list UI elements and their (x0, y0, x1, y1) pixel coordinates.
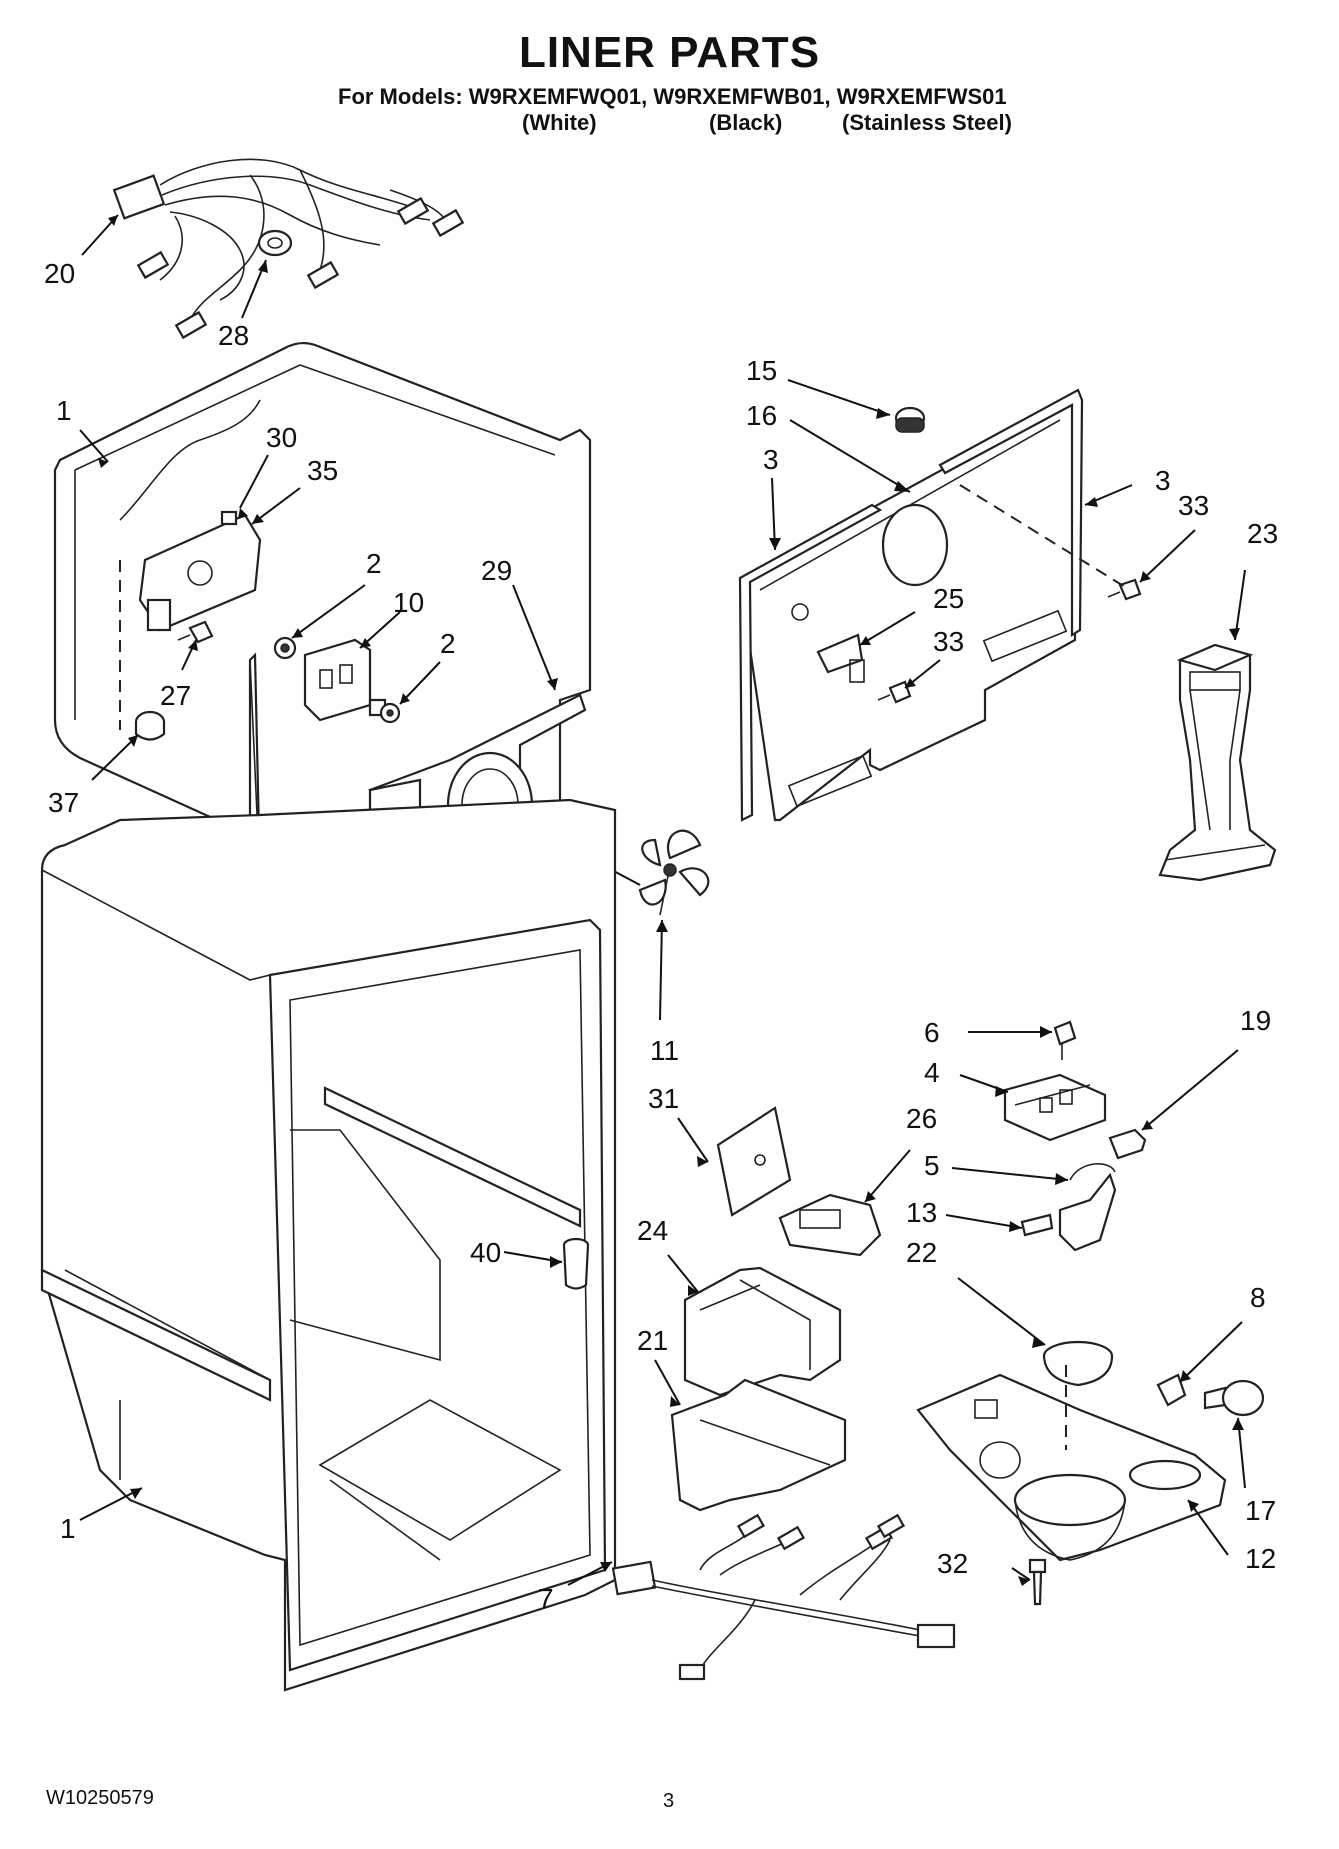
variant-stainless: (Stainless Steel) (842, 110, 1012, 135)
housing-part-12 (916, 1365, 1227, 1562)
page-title: LINER PARTS (518, 28, 821, 77)
callout-2-lower: 2 (440, 628, 456, 659)
cover-part-26 (778, 1193, 882, 1257)
callout-3-right: 3 (1155, 465, 1171, 496)
rear-panel-part-16 (738, 398, 1077, 822)
callout-37: 37 (48, 787, 79, 818)
bulb-part-17 (1203, 1379, 1265, 1417)
damper-part-13 (1020, 1172, 1117, 1252)
control-part-10 (303, 638, 387, 722)
socket-part-8 (1156, 1373, 1187, 1407)
callout-10: 10 (393, 587, 424, 618)
callout-27: 27 (160, 680, 191, 711)
arrowheads (98, 215, 1244, 1586)
callout-29: 29 (481, 555, 512, 586)
wire-harness-part-7 (611, 1513, 956, 1681)
callout-35: 35 (307, 455, 338, 486)
callout-24: 24 (637, 1215, 668, 1246)
callout-21: 21 (637, 1325, 668, 1356)
plug-part-40 (562, 1237, 590, 1290)
screw-part-6 (1053, 1020, 1077, 1060)
callout-30: 30 (266, 422, 297, 453)
callout-1-lower: 1 (60, 1513, 76, 1544)
callout-16: 16 (746, 400, 777, 431)
clip-part-30 (220, 510, 238, 526)
fan-blade-part-11 (638, 829, 710, 916)
knob-part-2-lower (379, 702, 401, 724)
clip-part-5 (1069, 1163, 1116, 1181)
switch-part-19 (1108, 1128, 1147, 1160)
callout-6: 6 (924, 1017, 940, 1048)
callout-20: 20 (44, 258, 75, 289)
callout-31: 31 (648, 1083, 679, 1114)
callout-25: 25 (933, 583, 964, 614)
screw-part-27 (177, 620, 214, 644)
callout-13: 13 (906, 1197, 937, 1228)
callout-26: 26 (906, 1103, 937, 1134)
callout-15: 15 (746, 355, 777, 386)
callout-2-upper: 2 (366, 548, 382, 579)
light-lens-part-22 (1042, 1340, 1114, 1387)
fresh-food-liner-part-1 (40, 798, 617, 1692)
knob-part-2-upper (273, 636, 297, 660)
variant-black: (Black) (709, 110, 783, 135)
models-line: For Models: W9RXEMFWQ01, W9RXEMFWB01, W9… (338, 84, 1007, 109)
document-number: W10250579 (46, 1787, 154, 1809)
callout-40: 40 (470, 1237, 501, 1268)
callout-17: 17 (1245, 1495, 1276, 1526)
variant-white: (White) (522, 110, 597, 135)
bracket-part-25 (816, 633, 865, 683)
callout-11: 11 (650, 1035, 679, 1066)
callout-5: 5 (924, 1150, 940, 1181)
control-board-part-4 (1003, 1073, 1107, 1142)
bracket-part-35 (138, 513, 262, 632)
wire-harness-part-20 (112, 158, 465, 340)
page-number: 3 (663, 1790, 675, 1812)
callout-3-left: 3 (763, 444, 779, 475)
callout-1-upper: 1 (56, 395, 72, 426)
assembly-path-23 (959, 484, 1131, 591)
callout-28: 28 (218, 320, 249, 351)
air-duct-part-23 (1158, 643, 1277, 882)
trim-part-3-left (738, 503, 883, 822)
callout-8: 8 (1250, 1282, 1266, 1313)
callout-12: 12 (1245, 1543, 1276, 1574)
callout-33-upper: 33 (1178, 490, 1209, 521)
screw-part-33-upper (1107, 578, 1142, 601)
callout-19: 19 (1240, 1005, 1271, 1036)
callout-22: 22 (906, 1237, 937, 1268)
crisper-cover-part-24 (683, 1266, 842, 1397)
callout-4: 4 (924, 1057, 940, 1088)
screw-part-32 (1028, 1558, 1047, 1606)
callout-23: 23 (1247, 518, 1278, 549)
callout-labels: 20 28 1 30 35 2 10 29 2 27 37 15 16 3 3 … (44, 258, 1278, 1614)
callout-33-lower: 33 (933, 626, 964, 657)
callout-32: 32 (937, 1548, 968, 1579)
callout-7: 7 (538, 1583, 554, 1614)
grommet-part-28 (257, 229, 293, 257)
bumper-part-15 (894, 406, 926, 433)
insulation-part-31 (716, 1106, 792, 1217)
crisper-cover-part-21 (670, 1378, 847, 1512)
trim-part-3-right (938, 388, 1084, 637)
light-socket-part-37 (134, 710, 166, 741)
